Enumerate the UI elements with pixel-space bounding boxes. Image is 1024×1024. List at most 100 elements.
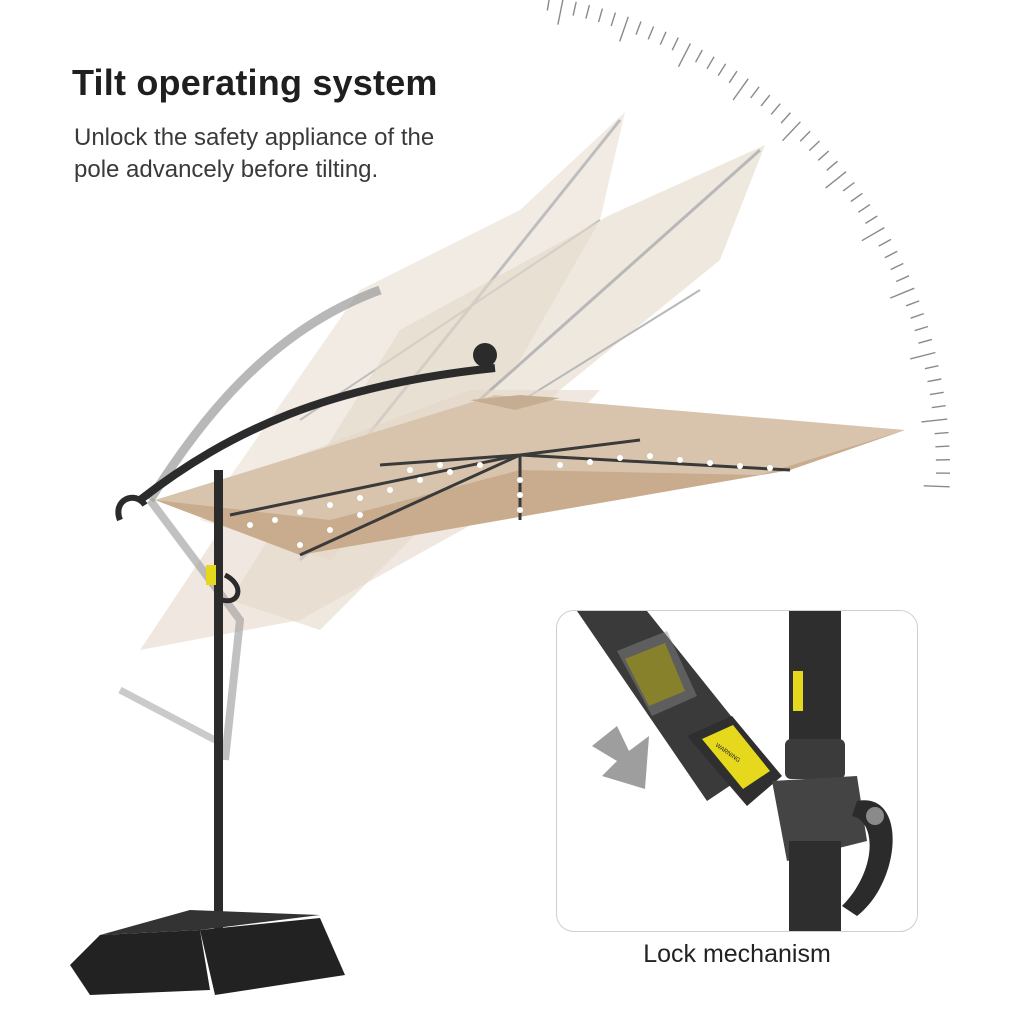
scale-tick	[923, 485, 950, 488]
ghost-arm-lower	[146, 497, 245, 761]
main-canopy	[155, 395, 905, 557]
scale-tick	[635, 21, 642, 35]
warning-sticker: WARNING	[687, 716, 782, 806]
scale-tick	[929, 391, 944, 396]
scale-tick	[677, 43, 692, 68]
lever-bolt	[866, 807, 884, 825]
scale-tick	[808, 140, 820, 152]
scale-tick	[934, 431, 949, 435]
led-light	[707, 460, 713, 466]
subtitle-line-2: pole advancely before tilting.	[74, 156, 379, 183]
scale-tick	[890, 262, 904, 271]
detail-collar	[785, 739, 845, 779]
led-light	[767, 465, 773, 471]
scale-tick	[659, 31, 667, 45]
scale-tick	[905, 300, 920, 307]
scale-tick	[842, 181, 855, 192]
led-light	[517, 492, 523, 498]
scale-tick	[825, 171, 847, 189]
angle-scale-icon	[546, 0, 951, 488]
scale-tick	[878, 238, 892, 247]
led-light	[327, 502, 333, 508]
lock-mechanism-detail: WARNING	[556, 610, 918, 932]
led-light	[297, 542, 303, 548]
scale-tick	[910, 351, 936, 360]
led-light	[677, 457, 683, 463]
scale-tick	[694, 49, 703, 63]
led-light	[357, 512, 363, 518]
scale-tick	[826, 160, 838, 171]
base-weights	[70, 910, 345, 995]
led-light	[297, 509, 303, 515]
scale-tick	[865, 215, 878, 224]
led-light	[517, 477, 523, 483]
led-light	[407, 467, 413, 473]
led-light	[357, 495, 363, 501]
led-light	[737, 463, 743, 469]
led-light	[437, 462, 443, 468]
main-pole	[214, 470, 223, 930]
scale-tick	[770, 103, 781, 115]
scale-tick	[717, 63, 727, 76]
solar-panel-icon	[473, 343, 497, 367]
scale-tick	[918, 338, 933, 344]
detail-pole-sticker	[793, 671, 803, 711]
lock-mechanism-image: WARNING	[577, 611, 893, 931]
hinge-block	[772, 776, 867, 861]
led-light	[327, 527, 333, 533]
scale-tick	[728, 70, 738, 84]
led-light	[272, 517, 278, 523]
scale-tick	[889, 287, 915, 299]
scale-tick	[935, 445, 950, 448]
led-lights	[247, 453, 773, 548]
scale-tick	[857, 204, 871, 213]
scale-tick	[921, 418, 948, 423]
scale-tick	[619, 16, 629, 42]
scale-tick	[647, 26, 655, 40]
scale-tick	[671, 37, 679, 51]
subtitle: Unlock the safety appliance of the pole …	[74, 122, 494, 186]
scale-tick	[597, 8, 604, 23]
scale-tick	[931, 405, 946, 409]
arm-hook	[115, 494, 148, 522]
detail-caption: Lock mechanism	[643, 940, 831, 968]
scale-tick	[781, 121, 801, 142]
scale-tick	[924, 365, 939, 370]
scale-tick	[910, 312, 925, 319]
scale-tick	[546, 0, 550, 11]
scale-tick	[780, 112, 792, 124]
led-light	[477, 462, 483, 468]
ghost-sticker	[617, 631, 697, 716]
scale-tick	[610, 12, 617, 27]
subtitle-line-1: Unlock the safety appliance of the	[74, 124, 435, 151]
pole-sticker	[206, 565, 216, 585]
ghost-strut	[118, 686, 217, 744]
scale-tick	[572, 1, 577, 16]
lock-lever	[842, 800, 893, 916]
scale-tick	[557, 0, 564, 25]
led-light	[417, 477, 423, 483]
scale-tick	[817, 150, 830, 161]
ghost-arm-curve	[146, 285, 382, 503]
scale-tick	[732, 78, 749, 101]
scale-tick	[850, 192, 863, 203]
scale-tick	[585, 4, 591, 19]
led-light	[617, 455, 623, 461]
led-light	[587, 459, 593, 465]
scale-tick	[861, 226, 885, 242]
main-arm	[137, 364, 496, 504]
led-light	[447, 469, 453, 475]
scale-tick	[799, 130, 811, 142]
scale-tick	[895, 275, 910, 283]
scale-tick	[750, 86, 760, 99]
scale-tick	[914, 325, 929, 332]
led-light	[557, 462, 563, 468]
scale-tick	[760, 94, 771, 107]
scale-tick	[884, 250, 898, 259]
pole-handle	[221, 572, 241, 604]
detail-pole-lower	[789, 841, 841, 931]
led-light	[517, 507, 523, 513]
scale-tick	[706, 56, 715, 70]
led-light	[247, 522, 253, 528]
